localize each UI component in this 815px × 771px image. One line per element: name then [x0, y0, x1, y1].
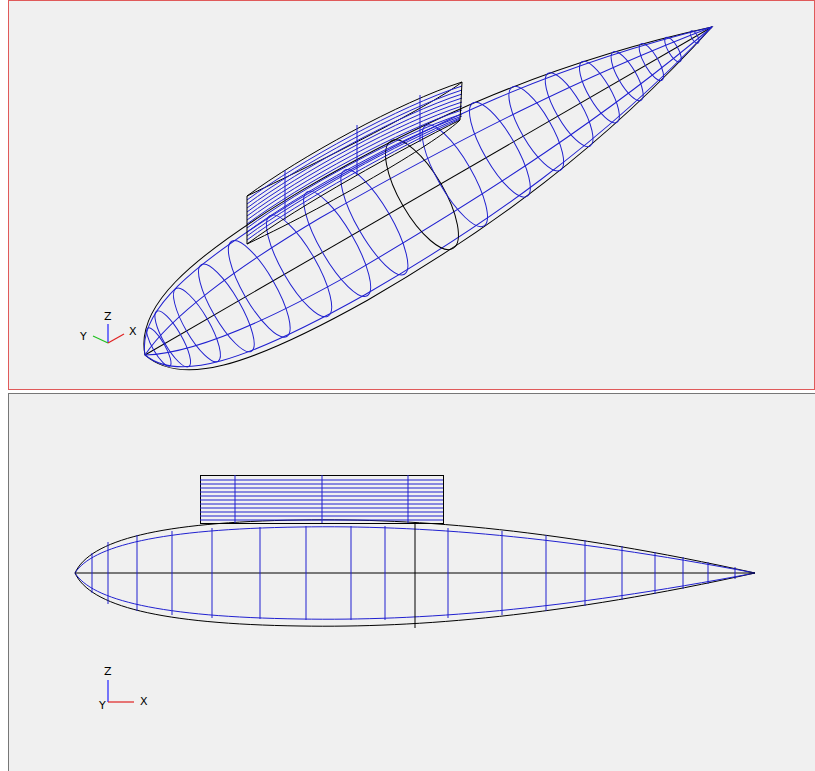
hull-side	[75, 520, 755, 628]
axis-triad	[93, 324, 124, 343]
hull-3d	[113, 0, 744, 410]
axis-label: X	[129, 326, 137, 338]
axis-label: Y	[99, 700, 106, 712]
axis-triad	[108, 680, 134, 702]
top-viewport	[9, 1, 815, 390]
bottom-viewport	[9, 394, 815, 771]
axis-label: Y	[80, 331, 87, 343]
axis-label: Z	[104, 311, 112, 323]
axis-label: Z	[104, 666, 112, 678]
sail-3d	[247, 82, 462, 244]
sail-side	[200, 475, 444, 524]
axis-label: X	[140, 696, 148, 708]
